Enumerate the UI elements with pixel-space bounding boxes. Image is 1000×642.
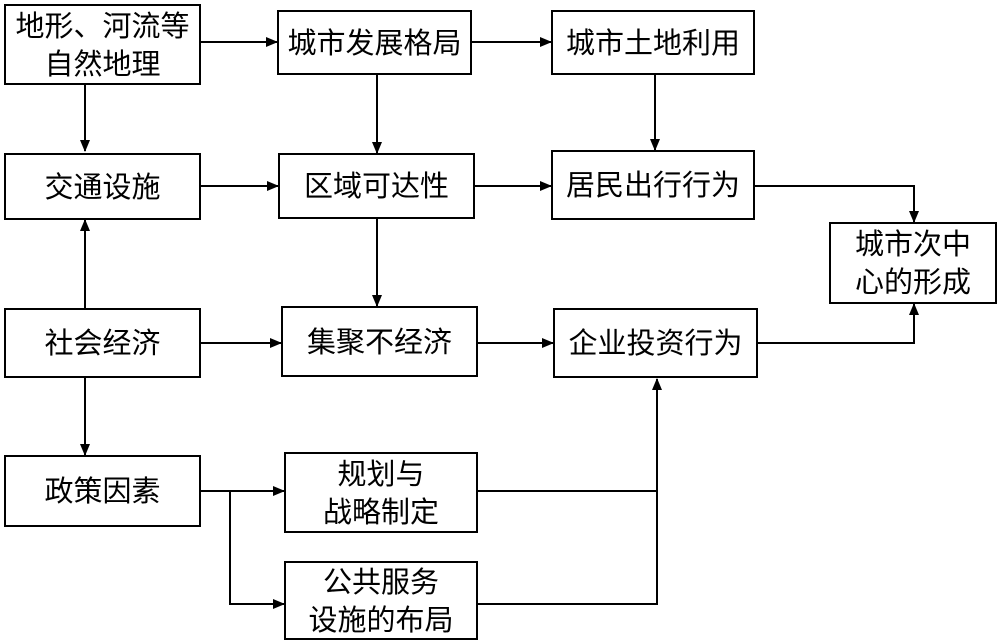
node-socio: 社会经济 bbox=[4, 308, 201, 378]
node-terrain: 地形、河流等自然地理 bbox=[4, 4, 201, 85]
node-landuse-label: 城市土地利用 bbox=[565, 25, 740, 60]
node-socio-label: 社会经济 bbox=[44, 326, 161, 360]
node-access: 区域可达性 bbox=[278, 153, 475, 219]
node-pattern: 城市发展格局 bbox=[277, 10, 472, 75]
node-access-label: 区域可达性 bbox=[303, 169, 449, 203]
arrow-services-to-enterprise bbox=[478, 491, 658, 605]
node-travel: 居民出行行为 bbox=[551, 150, 755, 220]
node-subcenter-line2: 心的形成 bbox=[854, 265, 971, 299]
node-services-line2: 设施的布局 bbox=[308, 602, 454, 637]
node-enterprise: 企业投资行为 bbox=[553, 308, 758, 378]
arrow-planning-to-enterprise bbox=[478, 378, 662, 492]
node-policy-label: 政策因素 bbox=[44, 474, 161, 508]
node-planning-line1: 规划与 bbox=[337, 456, 425, 491]
node-services: 公共服务设施的布局 bbox=[284, 561, 478, 640]
node-transport-label: 交通设施 bbox=[44, 169, 161, 204]
node-transport: 交通设施 bbox=[4, 153, 201, 220]
node-enterprise-label: 企业投资行为 bbox=[568, 326, 743, 360]
node-agglom: 集聚不经济 bbox=[281, 306, 478, 377]
node-agglom-label: 集聚不经济 bbox=[306, 324, 452, 359]
node-pattern-label: 城市发展格局 bbox=[287, 25, 462, 60]
arrow-policy-to-services bbox=[229, 491, 285, 609]
node-subcenter: 城市次中心的形成 bbox=[829, 222, 997, 304]
node-terrain-line2: 自然地理 bbox=[44, 46, 161, 81]
node-planning-line2: 战略制定 bbox=[322, 494, 439, 529]
node-subcenter-line1: 城市次中 bbox=[854, 227, 971, 261]
node-landuse: 城市土地利用 bbox=[551, 10, 755, 75]
node-travel-label: 居民出行行为 bbox=[565, 168, 740, 202]
node-planning: 规划与战略制定 bbox=[284, 452, 478, 533]
node-policy: 政策因素 bbox=[4, 455, 201, 527]
node-terrain-line1: 地形、河流等 bbox=[15, 8, 190, 43]
arrow-enterprise-to-subcenter bbox=[758, 303, 919, 344]
arrow-travel-to-subcenter bbox=[755, 185, 919, 223]
node-services-line1: 公共服务 bbox=[322, 564, 439, 599]
